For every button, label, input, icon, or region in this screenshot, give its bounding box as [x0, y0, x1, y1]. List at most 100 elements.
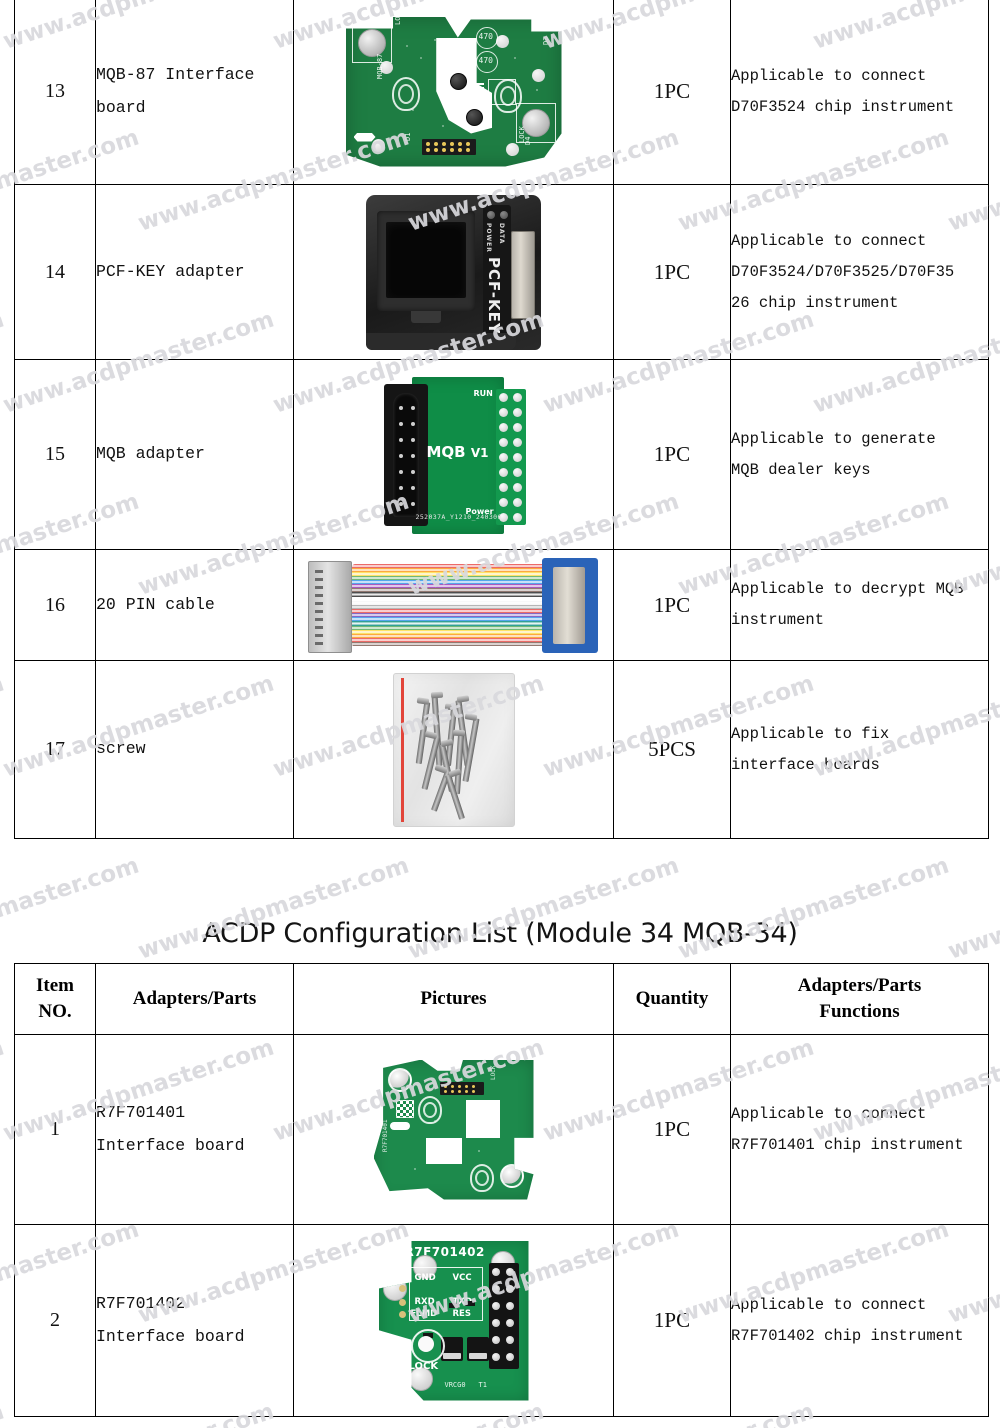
row-function: Applicable to connect D70F3524/D70F3525/… [730, 184, 989, 360]
ribbon-wire [351, 625, 552, 630]
function-line: D70F3524/D70F3525/D70F35 [731, 262, 955, 281]
row-function: Applicable to connect R7F701402 chip ins… [730, 1224, 989, 1417]
row-function: Applicable to generate MQB dealer keys [730, 359, 989, 550]
row-part-name: PCF-KEY adapter [95, 184, 294, 360]
ribbon-wire [351, 600, 552, 605]
row-part-name: R7F701402 Interface board [95, 1224, 294, 1417]
pcf-key-adapter-photo: POWER DATA PCF-KEY [366, 194, 541, 350]
mqb-board-code: 252037A_Y1210_240306 [415, 512, 502, 521]
part-line: PCF-KEY adapter [96, 261, 245, 281]
part-line: MQB adapter [96, 444, 205, 464]
col-header-item-no: Item NO. [14, 963, 96, 1035]
row-function: Applicable to fix interface boards [730, 660, 989, 839]
row-quantity: 1PC [613, 1224, 731, 1417]
row-picture-cell: R7F701402 GND VCC RXD TXD FLMD RES [293, 1224, 614, 1417]
table-row: 1 R7F701401 Interface board [14, 1034, 989, 1225]
row-picture-cell: LOCK LOCK 470 [293, 0, 614, 185]
part-line: Interface board [96, 1135, 245, 1155]
function-line: Applicable to connect [731, 66, 927, 85]
screw-item [453, 733, 464, 794]
function-line: 26 chip instrument [731, 293, 899, 312]
row-picture-cell: MQB V1 252037A_Y1210_240306 RUN Power [293, 359, 614, 550]
board-silkscreen-title: R7F701402 [404, 1244, 485, 1259]
part-line: board [96, 97, 146, 117]
screw-head [456, 694, 469, 703]
row-item-no: 2 [14, 1224, 96, 1417]
ribbon-wire [351, 642, 552, 647]
function-line: Applicable to connect [731, 1295, 927, 1314]
ribbon-wire [351, 613, 552, 618]
mqb-87-interface-board-photo: LOCK LOCK 470 [345, 16, 562, 167]
part-line: R7F701402 [96, 1294, 186, 1314]
mqb-run-label: RUN [473, 388, 493, 398]
ribbon-wire [351, 638, 552, 643]
row-item-no: 16 [14, 549, 96, 661]
table-row: 13 MQB-87 Interface board LOCK [14, 0, 989, 185]
row-quantity: 5PCS [613, 660, 731, 839]
mqb-board-silkscreen: MQB V1 [426, 442, 489, 461]
ribbon-wire [351, 633, 552, 639]
row-picture-cell [293, 549, 614, 661]
row-quantity: 1PC [613, 359, 731, 550]
row-function: Applicable to decrypt MQB instrument [730, 549, 989, 661]
row-picture-cell: R7F701401 LOCK [293, 1034, 614, 1225]
ribbon-wire [351, 563, 552, 568]
ribbon-wire [351, 604, 552, 610]
ribbon-wire [351, 571, 552, 576]
col-header-quantity: Quantity [613, 963, 731, 1035]
function-line: Applicable to fix [731, 724, 890, 743]
row-item-no: 1 [14, 1034, 96, 1225]
function-line: Applicable to generate [731, 429, 936, 448]
row-part-name: MQB-87 Interface board [95, 0, 294, 185]
ribbon-wire [351, 621, 552, 626]
col-header-pictures: Pictures [293, 963, 614, 1035]
row-quantity: 1PC [613, 1034, 731, 1225]
ribbon-wire [351, 592, 552, 597]
part-line: Interface board [96, 1326, 245, 1346]
function-line: Applicable to decrypt MQB [731, 580, 964, 598]
ribbon-wire [351, 575, 552, 581]
table-row: 15 MQB adapter [14, 359, 989, 550]
row-function: Applicable to connect D70F3524 chip inst… [730, 0, 989, 185]
row-part-name: MQB adapter [95, 359, 294, 550]
row-item-no: 15 [14, 359, 96, 550]
row-picture-cell [293, 660, 614, 839]
screw-head [452, 729, 465, 736]
col-header-functions: Adapters/Parts Functions [730, 963, 989, 1035]
part-line: R7F701401 [96, 1103, 186, 1123]
function-line: interface boards [731, 755, 880, 774]
function-line: Applicable to connect [731, 1104, 927, 1123]
configuration-table-top: 13 MQB-87 Interface board LOCK [14, 0, 989, 839]
table-row: 14 PCF-KEY adapter POWER [14, 184, 989, 360]
row-quantity: 1PC [613, 549, 731, 661]
configuration-table-bottom: Item NO. Adapters/Parts Pictures Quantit… [14, 963, 989, 1417]
row-part-name: screw [95, 660, 294, 839]
screw-head [464, 712, 477, 721]
r7f701401-interface-board-photo: R7F701401 LOCK [373, 1059, 534, 1200]
row-item-no: 14 [14, 184, 96, 360]
screw-head [416, 696, 429, 705]
row-quantity: 1PC [613, 0, 731, 185]
mqb-v1-adapter-photo: MQB V1 252037A_Y1210_240306 RUN Power [378, 371, 530, 539]
function-line: R7F701401 chip instrument [731, 1135, 964, 1154]
screw-head [430, 691, 443, 698]
function-line: instrument [731, 611, 825, 629]
ribbon-wire [351, 567, 552, 572]
ribbon-wire [351, 580, 552, 585]
ribbon-wire [351, 617, 552, 622]
screw-bag-photo [392, 672, 515, 827]
function-line: MQB dealer keys [731, 460, 871, 479]
ribbon-wire [351, 588, 552, 593]
part-line: screw [96, 739, 146, 759]
row-item-no: 13 [14, 0, 96, 185]
part-line: 20 PIN cable [96, 594, 215, 614]
table-row: 16 20 PIN cable [14, 549, 989, 661]
function-line: Applicable to connect [731, 231, 927, 250]
row-item-no: 17 [14, 660, 96, 839]
page-title: ACDP Configuration List (Module 34 MQB-3… [202, 918, 798, 949]
table-row: 2 R7F701402 Interface board R7F701402 [14, 1224, 989, 1417]
row-picture-cell: POWER DATA PCF-KEY [293, 184, 614, 360]
ribbon-wire [351, 584, 552, 589]
row-part-name: R7F701401 Interface board [95, 1034, 294, 1225]
part-line: MQB-87 Interface [96, 65, 255, 85]
